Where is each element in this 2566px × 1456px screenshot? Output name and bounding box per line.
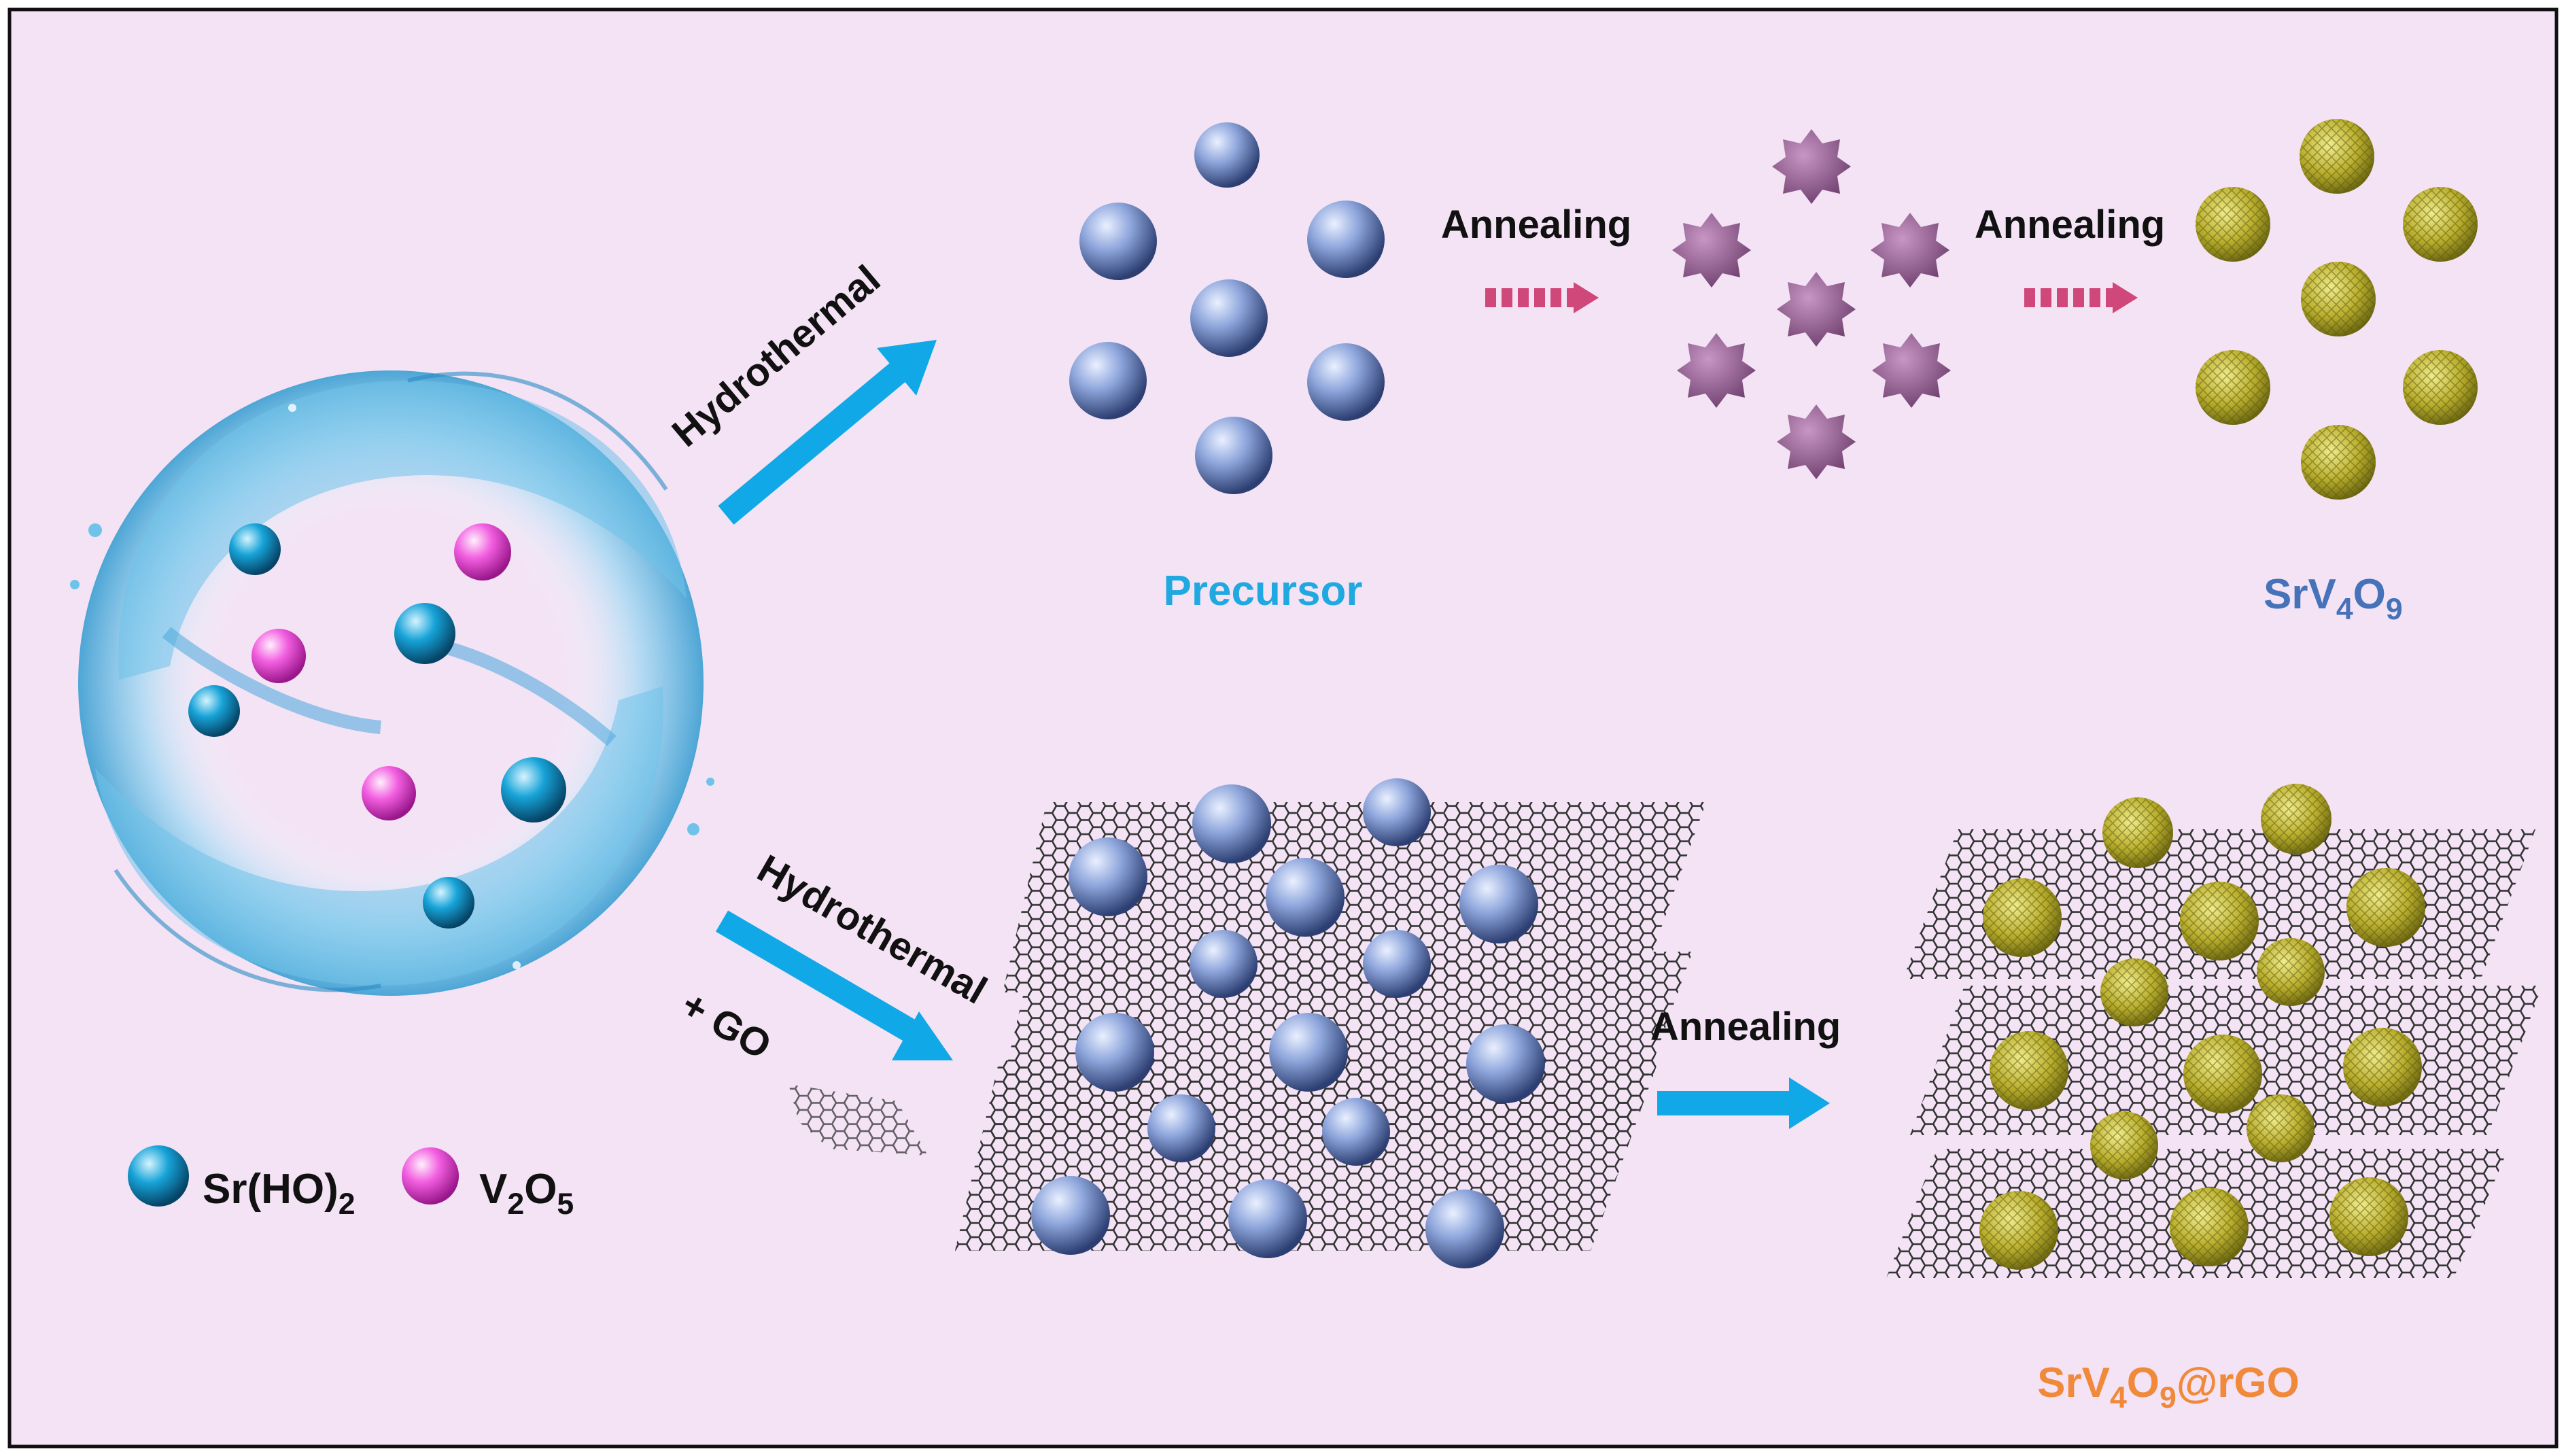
precursor-sphere [1069,342,1147,419]
product-sphere [2301,262,2376,336]
intermediate-star [1872,333,1951,408]
precursor-label: Precursor [1164,568,1363,614]
precursor-sphere [1363,930,1431,998]
precursor-sphere [1266,858,1345,937]
precursor-sphere [1031,1176,1110,1255]
product-sphere [2257,938,2325,1006]
v-sphere [454,523,511,580]
precursor-sphere [1269,1013,1348,1092]
intermediate-star [1777,272,1856,347]
composite-on-graphene [1886,784,2542,1278]
product-sphere [2403,187,2478,262]
product-sphere [2090,1111,2158,1179]
graphene-oxide-flake-icon [788,1084,928,1156]
precursor-sphere [1466,1024,1545,1103]
graphene-sheet [1003,802,1706,992]
product-sphere [2301,425,2376,500]
water-swirl-icon [70,370,714,996]
annealing-label-2: Annealing [1975,203,2165,247]
intermediate-star [1677,333,1756,408]
legend: Sr(HO)2 V2O5 [128,1145,574,1221]
precursor-cluster [1069,122,1385,494]
product-sphere [2100,958,2168,1026]
sr-sphere [188,685,240,737]
product-sphere [1990,1031,2068,1110]
precursor-sphere [1192,784,1271,863]
product-label: SrV4O9 [2264,571,2403,626]
product-sphere [2346,868,2425,947]
product-sphere [2170,1188,2249,1266]
reactant-particles [188,523,566,929]
sr-sphere [501,757,566,822]
legend-v-swatch [402,1147,459,1204]
precursor-sphere [1363,778,1431,846]
precursor-sphere [1307,343,1385,421]
intermediate-star [1772,129,1851,204]
product-sphere [2196,187,2270,262]
sr-sphere [394,603,455,664]
precursor-sphere [1425,1190,1504,1268]
product-sphere [2329,1177,2408,1256]
precursor-on-graphene [955,778,1706,1268]
product-sphere [2196,350,2270,425]
intermediate-star [1672,213,1751,288]
product-sphere [2300,119,2374,194]
product-sphere [2403,350,2478,425]
precursor-sphere [1194,122,1260,188]
annealing-arrow-1 [1485,282,1599,313]
sr-sphere [423,877,474,929]
intermediate-star [1871,213,1949,288]
precursor-sphere [1075,1013,1154,1092]
precursor-sphere [1069,837,1147,916]
product-sphere [2261,784,2331,854]
legend-v-label: V2O5 [479,1166,574,1221]
annealing-label-1: Annealing [1441,203,1631,247]
product-sphere [2343,1028,2422,1107]
legend-sr-swatch [128,1145,189,1207]
product-cluster [2196,119,2478,500]
precursor-sphere [1190,930,1258,998]
precursor-sphere [1228,1179,1307,1258]
annealing-label-3: Annealing [1650,1005,1841,1049]
legend-sr-label: Sr(HO)2 [203,1166,356,1221]
precursor-sphere [1195,417,1272,494]
product-sphere [2183,1035,2262,1113]
sr-sphere [229,523,281,575]
intermediate-star [1777,404,1856,479]
product-sphere [2247,1094,2314,1162]
precursor-sphere [1190,279,1268,357]
top-hydrothermal-arrow [718,340,937,525]
annealing-arrow-3 [1657,1077,1830,1129]
v-sphere [362,766,416,820]
intermediate-cluster [1672,129,1951,479]
product-sphere [2102,797,2173,868]
v-sphere [252,629,306,683]
precursor-sphere [1307,201,1385,278]
composite-label: SrV4O9@rGO [2037,1359,2300,1415]
precursor-sphere [1459,865,1538,943]
product-sphere [2180,882,2259,960]
precursor-sphere [1322,1098,1390,1166]
product-sphere [1979,1191,2058,1270]
annealing-arrow-2 [2024,282,2138,313]
bottom-hydrothermal-arrow [715,910,953,1060]
precursor-sphere [1147,1094,1215,1162]
product-sphere [1983,878,2062,957]
precursor-sphere [1079,203,1157,280]
